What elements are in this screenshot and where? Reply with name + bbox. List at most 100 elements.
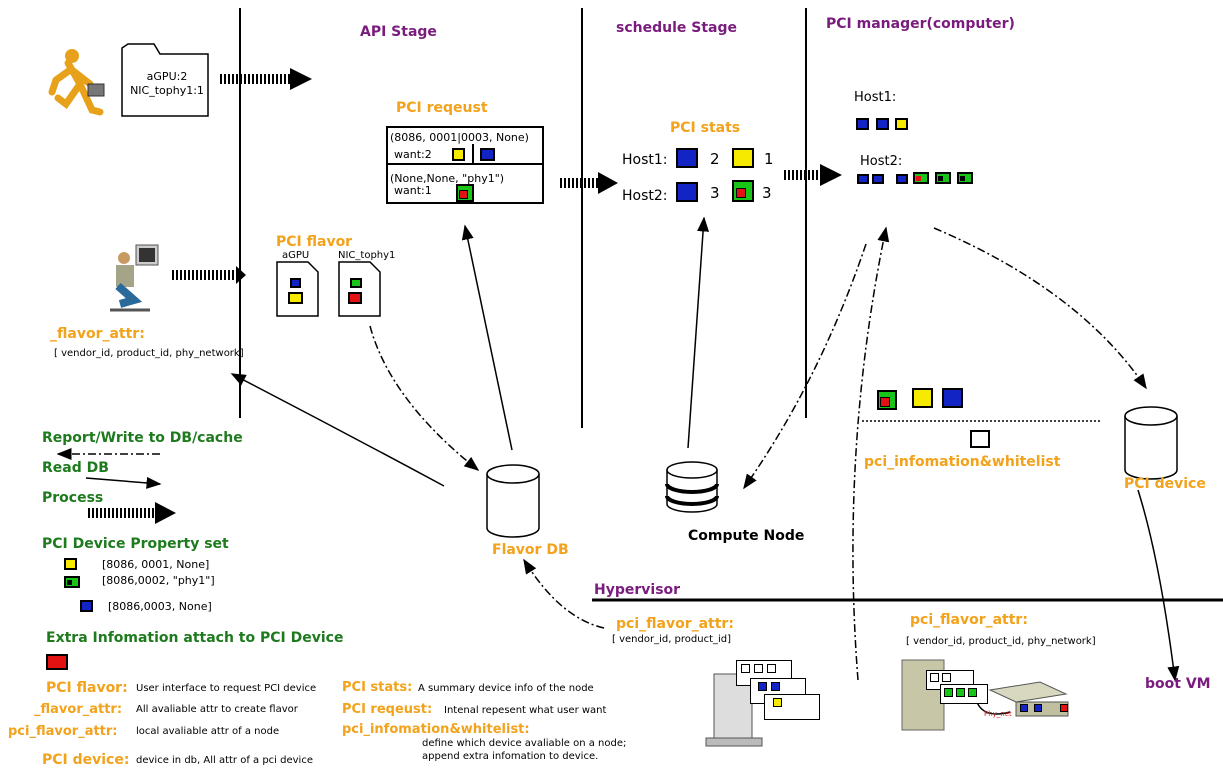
slot-icon <box>942 673 951 682</box>
flavor-db-label: Flavor DB <box>492 542 569 558</box>
stats-host2-green-count: 3 <box>762 184 772 202</box>
gloss-whitelist-def1: define which device avaliable on a node; <box>422 738 627 749</box>
gloss-pci-flavor-attr-term: pci_flavor_attr: <box>8 724 118 739</box>
flavor-agpu-blue <box>290 278 301 288</box>
hv-flavor-attr-left-title: pci_flavor_attr: <box>616 616 734 632</box>
hv-flavor-attr-right-title: pci_flavor_attr: <box>910 612 1028 628</box>
gloss-pci-stats-def: A summary device info of the node <box>418 683 594 694</box>
admin-computer-icon <box>110 244 159 312</box>
gloss-pci-flavor-term: PCI flavor: <box>46 680 128 696</box>
legend-process: Process <box>42 490 104 506</box>
whitelist-label: pci_infomation&whitelist <box>864 454 1061 470</box>
flavor-nic-red <box>348 292 362 304</box>
legend-prop3: [8086,0003, None] <box>108 600 212 613</box>
compute-node-db-icon <box>665 461 719 513</box>
boot-vm-label: boot VM <box>1145 676 1211 692</box>
whitelist-blue-square <box>942 388 963 408</box>
stats-host1-yellow <box>732 148 754 168</box>
slot-icon <box>944 688 953 697</box>
request-folder-icon <box>121 43 209 117</box>
pci-manager-title: PCI manager(computer) <box>826 16 1015 32</box>
manager-host1-label: Host1: <box>854 90 897 105</box>
stats-host2-green <box>732 180 754 202</box>
slot-icon <box>956 688 965 697</box>
slot-icon <box>930 673 939 682</box>
slot-icon <box>1020 704 1028 712</box>
network-switch-icon <box>988 681 1069 717</box>
legend-prop3-swatch <box>80 600 93 612</box>
legend-report-write: Report/Write to DB/cache <box>42 430 243 446</box>
stats-host1-label: Host1: <box>622 152 668 168</box>
stats-host1-blue <box>676 148 698 168</box>
flavor-attr-title: _flavor_attr: <box>50 326 145 342</box>
phy-net-label: Phy_net <box>984 710 1012 718</box>
slot-icon <box>758 682 767 691</box>
stats-host2-blue-count: 3 <box>710 184 720 202</box>
gloss-pci-flavor-attr-def: local avaliable attr of a node <box>136 726 280 737</box>
flavor-nic-green <box>350 278 362 288</box>
request-row1-want: want:2 <box>394 148 432 161</box>
request-green-square <box>456 184 474 202</box>
gloss-pci-reqeust-term: PCI reqeust: <box>342 702 433 717</box>
legend-prop1: [8086, 0001, None] <box>102 558 210 571</box>
slot-icon <box>767 664 776 673</box>
gloss-pci-flavor-def: User interface to request PCI device <box>136 683 317 694</box>
manager-host1-device <box>895 118 908 130</box>
pci-flavor-title: PCI flavor <box>276 234 353 250</box>
flavor-item-nic: NIC_tophy1 <box>338 250 396 261</box>
request-nic: NIC_tophy1:1 <box>130 84 204 97</box>
whitelist-extra-square <box>970 430 990 448</box>
slot-icon <box>741 664 750 673</box>
request-row2-want: want:1 <box>394 184 432 197</box>
manager-host2-label: Host2: <box>860 154 903 169</box>
pci-device-db-icon <box>1124 406 1178 480</box>
slot-icon <box>1034 704 1042 712</box>
gloss-pci-device-def: device in db, All attr of a pci device <box>136 755 313 766</box>
flavor-attr-value: [ vendor_id, product_id, phy_network] <box>54 348 244 359</box>
stats-host2-blue <box>676 182 698 202</box>
pci-device-label: PCI device <box>1124 476 1206 492</box>
manager-host2-device <box>935 172 951 184</box>
legend-read-db: Read DB <box>42 460 109 476</box>
flavor-doc-agpu-icon <box>276 261 319 317</box>
compute-node-label: Compute Node <box>688 528 805 544</box>
legend-prop1-swatch <box>64 558 77 570</box>
hv-flavor-attr-left-value: [ vendor_id, product_id] <box>612 634 732 645</box>
legend-property-set-title: PCI Device Property set <box>42 536 229 552</box>
stats-host1-blue-count: 2 <box>710 150 720 168</box>
user-running-icon <box>48 49 105 116</box>
gloss-pci-reqeust-def: Intenal repesent what user want <box>444 705 607 716</box>
request-blue-square <box>480 148 495 161</box>
manager-host2-device <box>896 174 908 184</box>
hypervisor-title: Hypervisor <box>594 582 681 598</box>
legend-prop2-swatch <box>64 576 80 588</box>
legend-extra-info-title: Extra Infomation attach to PCI Device <box>46 630 344 646</box>
flavor-agpu-yellow <box>288 292 303 304</box>
gloss-pci-stats-term: PCI stats: <box>342 680 413 695</box>
manager-host1-device <box>856 118 869 130</box>
flavor-doc-nic-icon <box>338 261 381 317</box>
hv-flavor-attr-right-value: [ vendor_id, product_id, phy_network] <box>906 636 1096 647</box>
slot-icon <box>968 688 977 697</box>
gloss-whitelist-term: pci_infomation&whitelist: <box>342 722 530 737</box>
slot-icon <box>771 682 780 691</box>
request-row1-spec: (8086, 0001|0003, None) <box>390 131 529 144</box>
whitelist-green-square <box>877 390 897 410</box>
gloss-flavor-attr-def: All avaliable attr to create flavor <box>136 704 298 715</box>
stats-host2-label: Host2: <box>622 188 668 204</box>
flavor-item-agpu: aGPU <box>282 250 310 261</box>
manager-host2-device <box>913 172 929 184</box>
gloss-whitelist-def2: append extra infomation to device. <box>422 751 599 762</box>
pci-request-title: PCI reqeust <box>396 100 488 116</box>
manager-host2-device <box>857 174 869 184</box>
flavor-db-icon <box>486 464 540 538</box>
manager-host1-device <box>876 118 889 130</box>
schedule-stage-title: schedule Stage <box>616 20 737 36</box>
gloss-flavor-attr-term: _flavor_attr: <box>34 702 123 717</box>
request-row2-spec: (None,None, "phy1") <box>390 172 505 185</box>
request-agpu: aGPU:2 <box>146 70 188 83</box>
api-stage-title: API Stage <box>360 24 437 40</box>
whitelist-yellow-square <box>912 388 933 408</box>
manager-host2-device <box>872 174 884 184</box>
